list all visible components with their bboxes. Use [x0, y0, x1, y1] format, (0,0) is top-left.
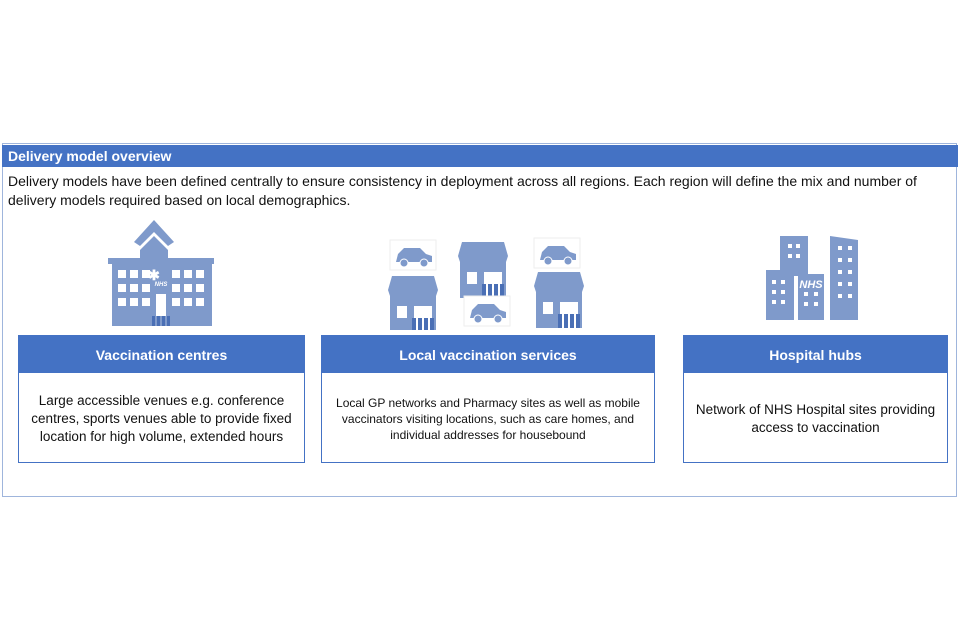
delivery-model-panel — [2, 143, 957, 497]
model-text: Local GP networks and Pharmacy sites as … — [336, 396, 640, 442]
model-card-vaccination-centres: Vaccination centres Large accessible ven… — [18, 335, 305, 463]
hospital-towers-icon: NHS — [766, 236, 858, 320]
svg-text:NHS: NHS — [799, 279, 823, 291]
model-title: Local vaccination services — [322, 336, 654, 373]
model-text: Network of NHS Hospital sites providing … — [695, 402, 936, 435]
shops-and-cars-icon — [388, 237, 584, 330]
model-card-local-vaccination-services: Local vaccination services Local GP netw… — [321, 335, 655, 463]
panel-title: Delivery model overview — [2, 145, 958, 167]
model-title: Vaccination centres — [19, 336, 304, 373]
model-text: Large accessible venues e.g. conference … — [31, 393, 292, 444]
panel-description: Delivery models have been defined centra… — [8, 173, 917, 208]
svg-text:NHS: NHS — [155, 282, 168, 288]
hospital-building-icon: ✱ NHS — [108, 220, 214, 326]
model-title: Hospital hubs — [684, 336, 947, 373]
model-card-hospital-hubs: Hospital hubs Network of NHS Hospital si… — [683, 335, 948, 463]
svg-text:✱: ✱ — [148, 267, 160, 283]
